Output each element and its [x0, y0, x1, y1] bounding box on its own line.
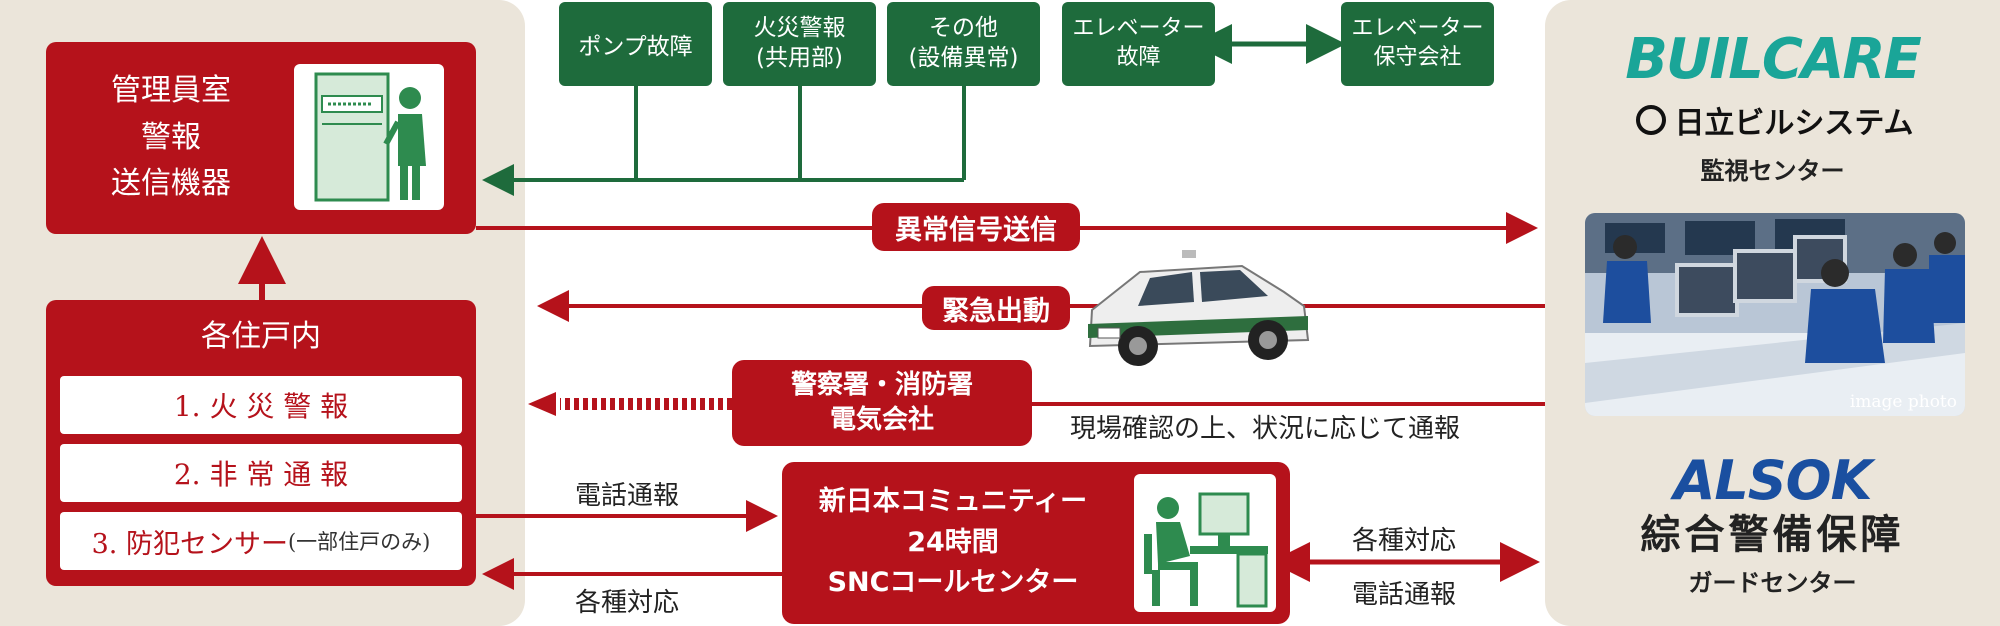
phone-report-left: 電話通報	[575, 481, 680, 511]
alarm-elevator: エレベーター 故障	[1062, 2, 1215, 86]
monitor-center-label: 監視センター	[1700, 156, 1845, 185]
hitachi-text: 日立ビルシステム	[1674, 106, 1914, 141]
fire-alarm-item: 1. 火 災 警 報	[60, 376, 462, 434]
patrol-car-image	[1072, 250, 1312, 374]
alarm-label: エレベーター 故障	[1072, 16, 1205, 70]
item-note: (一部住戸のみ)	[287, 530, 431, 554]
guard-center-label: ガードセンター	[1688, 568, 1857, 597]
alsok-logo: ALSOK	[1600, 448, 1945, 512]
phone-report-right: 電話通報	[1352, 580, 1457, 610]
authorities-box: 警察署・消防署 電気会社	[732, 360, 1032, 446]
alsok-full-name: 綜合警備保障	[1640, 511, 1905, 558]
alarm-equipment: その他 (設備異常)	[887, 2, 1040, 86]
snc-call-center-box: 新日本コミュニティー 24時間 SNCコールセンター	[782, 462, 1290, 624]
residence-title: 各住戸内	[201, 319, 321, 354]
security-sensor-item: 3. 防犯センサー(一部住戸のみ)	[60, 512, 462, 570]
item-label: 1. 火 災 警 報	[173, 390, 349, 423]
alsok-logo-text: ALSOK	[1673, 448, 1873, 512]
alarm-fire-common: 火災警報 (共用部)	[723, 2, 876, 86]
buil-care-logo: BUILCARE	[1600, 26, 1945, 92]
alarm-pump-failure: ポンプ故障	[559, 2, 712, 86]
dispatch-label: 緊急出動	[922, 286, 1070, 330]
alarm-label: 火災警報 (共用部)	[753, 15, 846, 71]
alarm-label: その他 (設備異常)	[908, 15, 1019, 71]
alarm-label: ポンプ故障	[578, 34, 693, 60]
buil-care-logo-text: BUILCARE	[1625, 26, 1921, 92]
hitachi-building-systems: 日立ビルシステム	[1620, 98, 1930, 142]
residence-box: 各住戸内 1. 火 災 警 報 2. 非 常 通 報 3. 防犯センサー(一部住…	[46, 300, 476, 586]
hitachi-mark-icon	[1636, 105, 1667, 135]
signal-label: 異常信号送信	[872, 203, 1080, 251]
monitoring-center-photo: image photo	[1585, 213, 1965, 416]
alarm-label: エレベーター 保守会社	[1351, 16, 1484, 70]
item-label: 3. 防犯センサー	[91, 528, 288, 560]
alarm-device-illustration	[294, 64, 444, 210]
confirm-label: 現場確認の上、状況に応じて通報	[1070, 414, 1461, 444]
operator-illustration	[1134, 474, 1276, 612]
elevator-maintenance: エレベーター 保守会社	[1341, 2, 1494, 86]
item-label: 2. 非 常 通 報	[173, 458, 349, 491]
manager-alarm-box: 管理員室 警報 送信機器	[46, 42, 476, 234]
responses-right: 各種対応	[1352, 526, 1457, 556]
snc-title: 新日本コミュニティー 24時間 SNCコールセンター	[818, 486, 1088, 599]
photo-caption: image photo	[1849, 392, 1957, 412]
manager-title: 管理員室 警報 送信機器	[111, 73, 231, 202]
emergency-report-item: 2. 非 常 通 報	[60, 444, 462, 502]
responses-left: 各種対応	[575, 588, 680, 618]
